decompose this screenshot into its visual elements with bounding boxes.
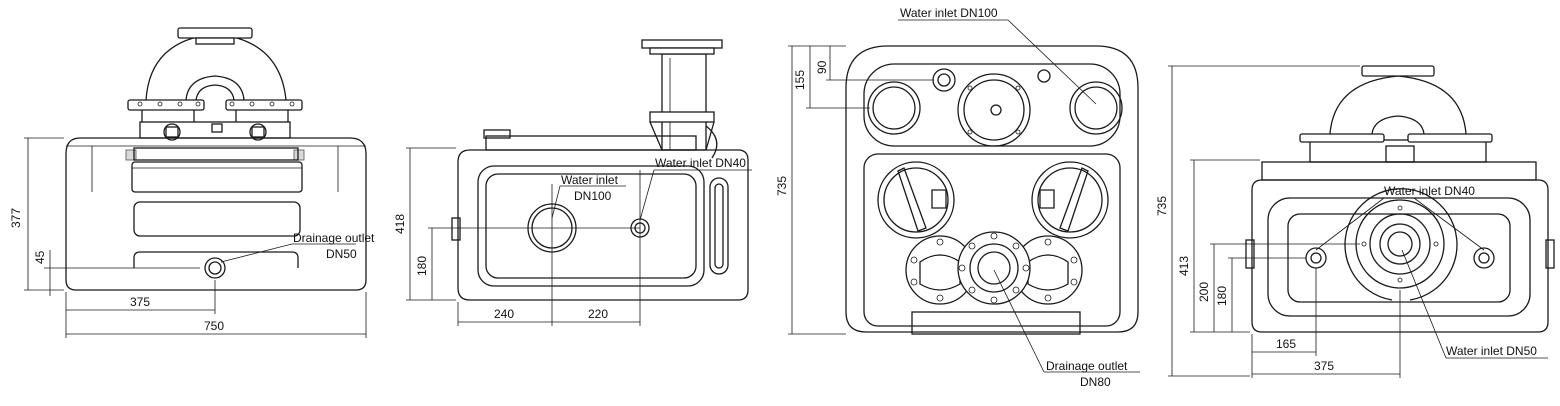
dim-front-outlet-height: 45 — [33, 250, 47, 264]
dim-side-offset-b: 220 — [588, 307, 608, 321]
dim-front-half-width: 375 — [130, 295, 150, 309]
label-side-inlet-main-2: DN100 — [574, 189, 612, 203]
side-view: 418 180 240 220 Water inlet DN100 Water … — [393, 39, 752, 326]
dim-top-90: 90 — [815, 60, 829, 74]
dim-side-height: 418 — [393, 214, 407, 234]
dim-rear-375: 375 — [1314, 359, 1334, 373]
dim-top-depth: 735 — [775, 176, 789, 196]
dim-front-height: 377 — [9, 208, 23, 228]
label-rear-inlet-small: Water inlet DN40 — [1384, 184, 1475, 198]
dim-top-155: 155 — [793, 70, 807, 90]
label-top-drainage-1: Drainage outlet — [1046, 359, 1128, 373]
dim-rear-200: 200 — [1197, 282, 1211, 302]
rear-view: 735 413 200 180 165 375 Water inlet DN40… — [1155, 65, 1555, 378]
label-top-drainage-2: DN80 — [1080, 375, 1111, 389]
label-side-inlet-main-1: Water inlet — [561, 173, 619, 187]
dim-rear-height: 413 — [1177, 256, 1191, 276]
label-front-drainage-1: Drainage outlet — [293, 231, 375, 245]
top-view: 735 155 90 Water inlet DN100 Drainage ou… — [775, 6, 1140, 389]
dim-side-inlet-height: 180 — [415, 256, 429, 276]
label-front-drainage-2: DN50 — [326, 247, 357, 261]
dim-rear-depth: 735 — [1155, 196, 1169, 216]
label-side-inlet-small: Water inlet DN40 — [655, 156, 746, 170]
front-view: 377 45 375 750 Drainage outlet DN50 — [9, 27, 375, 338]
label-rear-inlet-bottom: Water inlet DN50 — [1446, 344, 1537, 358]
dim-side-offset-a: 240 — [494, 307, 514, 321]
dim-rear-180: 180 — [1215, 286, 1229, 306]
dim-front-width: 750 — [204, 319, 224, 333]
dim-rear-165: 165 — [1276, 337, 1296, 351]
label-top-inlet: Water inlet DN100 — [900, 6, 998, 20]
